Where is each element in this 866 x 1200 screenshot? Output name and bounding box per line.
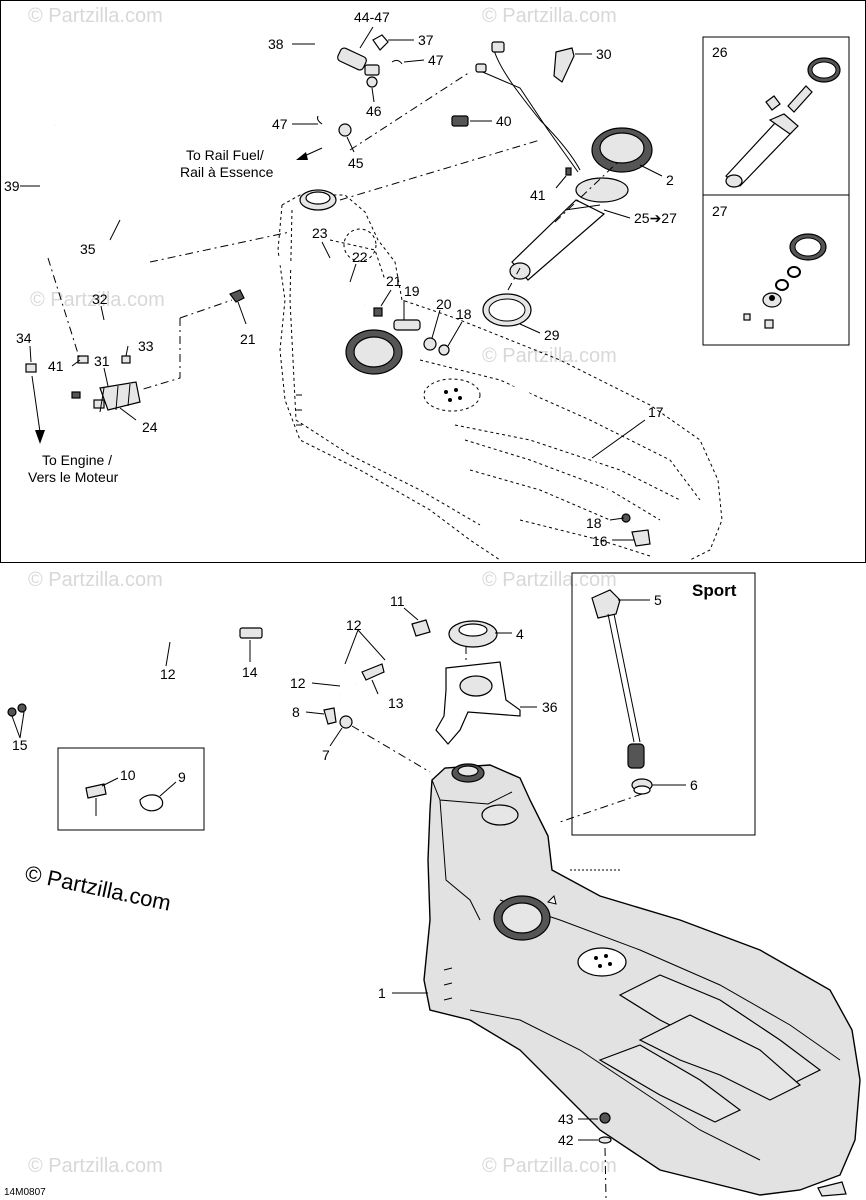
callout-33: 33 <box>138 338 154 354</box>
callout-14: 14 <box>242 664 258 680</box>
top-parts <box>25 34 653 547</box>
callout-20: 20 <box>436 296 452 312</box>
callout-34: 34 <box>16 330 32 346</box>
callout-45: 45 <box>348 155 364 171</box>
callout-39: 39 <box>4 178 20 194</box>
callout-18b: 18 <box>586 515 602 531</box>
callout-12b: 12 <box>160 666 176 682</box>
callout-46: 46 <box>366 103 382 119</box>
watermark-layer: © Partzilla.com © Partzilla.com © Partzi… <box>28 5 617 1177</box>
callout-19: 19 <box>404 283 420 299</box>
callout-7: 7 <box>322 747 330 763</box>
callout-29: 29 <box>544 327 560 343</box>
bottom-parts <box>7 589 653 1144</box>
callout-40: 40 <box>496 113 512 129</box>
callout-15: 15 <box>12 737 28 753</box>
callout-16: 16 <box>592 533 608 549</box>
callout-38: 38 <box>268 36 284 52</box>
callout-36: 36 <box>542 699 558 715</box>
top-leaders <box>20 26 663 541</box>
callout-30: 30 <box>596 46 612 62</box>
callout-44-47: 44-47 <box>354 9 390 25</box>
callout-1: 1 <box>378 985 386 1001</box>
callout-21: 21 <box>386 273 402 289</box>
note-engine-2: Vers le Moteur <box>28 469 119 485</box>
top-labels: 44-47 38 37 47 46 30 47 40 45 2 41 39 35… <box>4 9 728 549</box>
callout-31: 31 <box>94 353 110 369</box>
callout-4: 4 <box>516 626 524 642</box>
bottom-leaders <box>11 599 686 1199</box>
bottom-fuel-tank <box>423 763 861 1197</box>
watermark: © Partzilla.com <box>482 5 617 27</box>
watermark: © Partzilla.com <box>482 569 617 591</box>
callout-10: 10 <box>120 767 136 783</box>
watermark: © Partzilla.com <box>28 1155 163 1177</box>
callout-41: 41 <box>530 187 546 203</box>
callout-37: 37 <box>418 32 434 48</box>
callout-5: 5 <box>654 592 662 608</box>
callout-21b: 21 <box>240 331 256 347</box>
callout-35: 35 <box>80 241 96 257</box>
callout-13: 13 <box>388 695 404 711</box>
callout-22: 22 <box>352 249 368 265</box>
watermark: © Partzilla.com <box>28 569 163 591</box>
callout-9: 9 <box>178 769 186 785</box>
watermark: © Partzilla.com <box>482 345 617 367</box>
callout-11: 11 <box>390 593 405 609</box>
top-panel-border <box>0 0 866 563</box>
note-rail-fuel-1: To Rail Fuel/ <box>186 147 264 163</box>
diagram-code: 14M0807 <box>4 1187 46 1198</box>
inset-26-parts <box>725 57 841 188</box>
callout-12c: 12 <box>290 675 306 691</box>
callout-42: 42 <box>558 1132 574 1148</box>
callout-25-27: 25➔27 <box>634 210 677 226</box>
callout-17: 17 <box>648 404 664 420</box>
callout-43: 43 <box>558 1111 574 1127</box>
callout-6: 6 <box>690 777 698 793</box>
watermark: © Partzilla.com <box>482 1155 617 1177</box>
callout-23: 23 <box>312 225 328 241</box>
note-engine-1: To Engine / <box>42 452 112 468</box>
callout-2: 2 <box>666 172 674 188</box>
top-fuel-tank <box>277 189 723 561</box>
callout-47: 47 <box>428 52 444 68</box>
note-rail-fuel-2: Rail à Essence <box>180 164 274 180</box>
sport-label: Sport <box>692 581 737 600</box>
callout-8: 8 <box>292 704 300 720</box>
callout-32: 32 <box>92 291 108 307</box>
callout-41b: 41 <box>48 358 64 374</box>
watermark: © Partzilla.com <box>28 5 163 27</box>
partzilla-watermark: © Partzilla.com <box>23 860 173 915</box>
callout-27: 27 <box>712 203 728 219</box>
sport-box <box>571 572 756 836</box>
callout-26: 26 <box>712 44 728 60</box>
inset-27-parts <box>743 233 827 329</box>
hardware-box <box>57 747 205 831</box>
watermark: © Partzilla.com <box>30 289 165 311</box>
callout-12: 12 <box>346 617 362 633</box>
callout-18: 18 <box>456 306 472 322</box>
callout-24: 24 <box>142 419 158 435</box>
callout-47b: 47 <box>272 116 288 132</box>
inset-box-27 <box>702 194 850 346</box>
